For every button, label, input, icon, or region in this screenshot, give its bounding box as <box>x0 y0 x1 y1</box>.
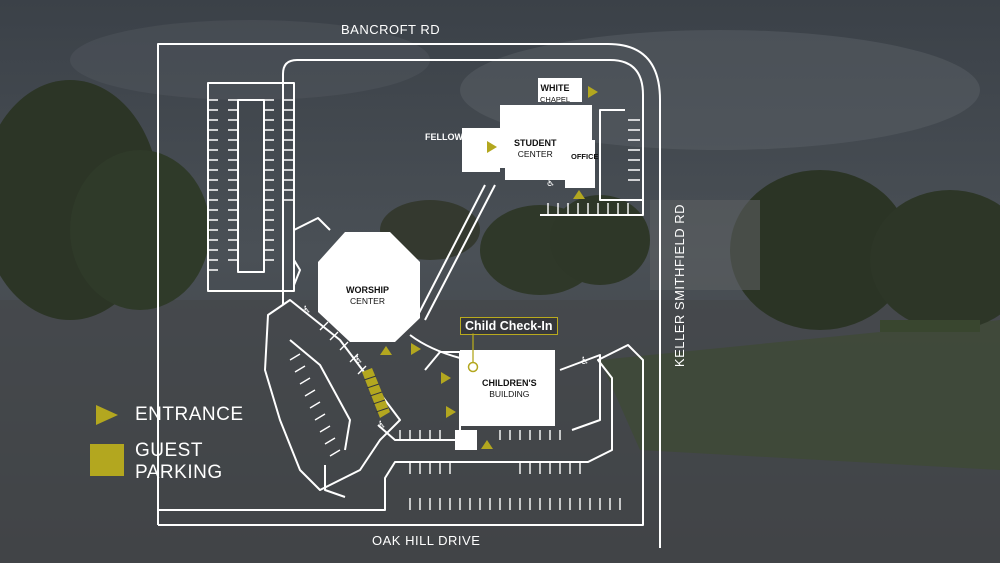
legend-guest-line2: PARKING <box>135 462 223 483</box>
worship-center-line2: CENTER <box>350 296 385 306</box>
legend-entrance-icon <box>96 405 118 425</box>
keller-smithfield-road-label: KELLER SMITHFIELD RD <box>672 203 688 368</box>
entrance-icon <box>487 141 497 153</box>
entrance-icon <box>588 86 598 98</box>
student-center-line2: CENTER <box>517 149 553 159</box>
legend-guest-parking-label: GUEST PARKING <box>135 440 223 484</box>
ne-parking-lot <box>540 109 644 216</box>
wheelchair-icon: ♿ <box>354 355 363 366</box>
white-chapel-line2: CHAPEL <box>540 95 571 104</box>
fellowship-hall-label: FELLOWSHIP HALL <box>425 130 484 154</box>
entrance-icon <box>573 190 585 199</box>
childrens-drive <box>377 351 461 441</box>
wheelchair-icon: ♿ <box>546 178 555 189</box>
worship-center-building <box>318 232 420 342</box>
legend-entrance-label: ENTRANCE <box>135 404 244 425</box>
childrens-annex <box>455 430 477 450</box>
office-line1: OFFICE <box>571 152 599 161</box>
guest-parking-stalls <box>362 368 390 418</box>
worship-center-line1: WORSHIP <box>346 285 390 295</box>
childrens-building-line1: CHILDREN'S <box>482 378 537 388</box>
white-chapel-line1: WHITE <box>540 83 570 93</box>
wheelchair-icon: ♿ <box>302 305 311 316</box>
student-center-label: STUDENT CENTER <box>514 136 557 160</box>
entrance-markers <box>380 86 598 449</box>
legend-guest-parking-icon <box>90 444 124 476</box>
wheelchair-icon: ♿ <box>580 356 589 367</box>
entrance-icon <box>441 372 451 384</box>
office-label: OFFICE <box>571 149 599 162</box>
bancroft-road-label: BANCROFT RD <box>341 22 441 37</box>
fellowship-hall-line2: HALL <box>462 143 484 153</box>
child-checkin-callout: Child Check-In <box>460 317 558 335</box>
white-chapel-label: WHITE CHAPEL <box>540 81 570 105</box>
entrance-icon <box>446 406 456 418</box>
checkin-pin <box>467 361 479 373</box>
fellowship-hall-line1: FELLOWSHIP <box>425 132 484 142</box>
oak-hill-drive-label: OAK HILL DRIVE <box>372 533 481 548</box>
entrance-icon <box>411 343 421 355</box>
oak-hill-road <box>158 344 644 526</box>
worship-center-label: WORSHIP CENTER <box>346 283 389 307</box>
legend-guest-line1: GUEST <box>135 440 203 461</box>
west-parking-lot <box>207 82 295 292</box>
wheelchair-icon: ♿ <box>377 420 386 431</box>
white-chapel-building <box>538 78 582 102</box>
perimeter-road-inner <box>282 59 644 305</box>
childrens-building-label: CHILDREN'S BUILDING <box>482 376 537 400</box>
perimeter-road-outer <box>157 43 661 548</box>
entrance-icon <box>380 346 392 355</box>
office-wing <box>565 140 595 188</box>
childrens-building-line2: BUILDING <box>489 389 530 399</box>
student-center-line1: STUDENT <box>514 138 557 148</box>
entrance-icon <box>481 440 493 449</box>
fellowship-hall-building <box>462 128 500 172</box>
